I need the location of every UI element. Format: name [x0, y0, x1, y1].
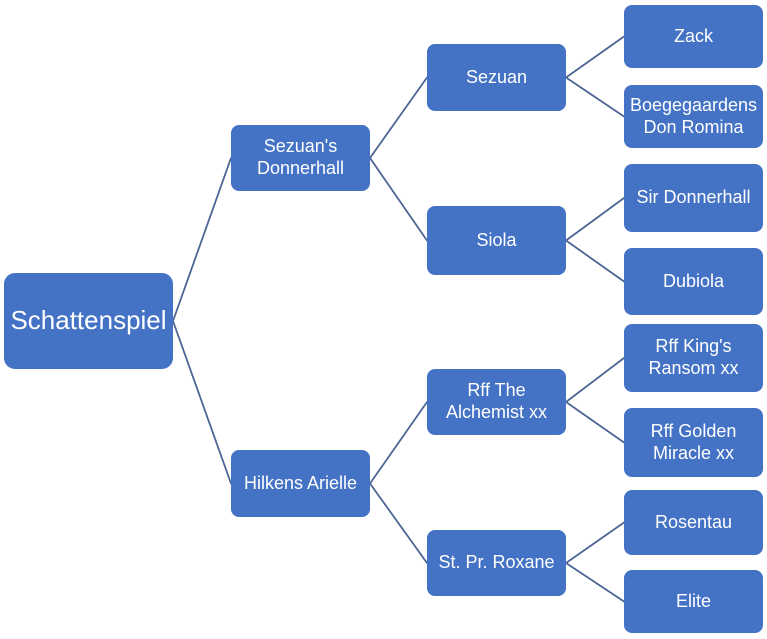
edge-sezuan-boegegaardens_don_romina [565, 76, 625, 118]
node-dubiola: Dubiola [624, 248, 763, 315]
edge-siola-dubiola [565, 239, 625, 283]
node-st-pr-roxane: St. Pr. Roxane [427, 530, 566, 596]
edge-st_pr_roxane-rosentau [565, 521, 625, 564]
node-siola: Siola [427, 206, 566, 275]
edge-rff_the_alchemist-rff_golden_miracle [565, 401, 625, 444]
edge-st_pr_roxane-elite [565, 562, 625, 603]
edge-siola-sir_donnerhall [565, 197, 625, 242]
node-zack: Zack [624, 5, 763, 68]
node-sezuan: Sezuan [427, 44, 566, 111]
edge-sezuan-zack [565, 35, 625, 79]
edge-hilkens_arielle-st_pr_roxane [369, 482, 428, 564]
node-sir-donnerhall: Sir Donnerhall [624, 164, 763, 232]
edge-rff_the_alchemist-rff_kings_ransom [565, 357, 625, 403]
node-sezuans-donnerhall: Sezuan's Donnerhall [231, 125, 370, 191]
node-rff-the-alchemist: Rff The Alchemist xx [427, 369, 566, 435]
edge-sezuans_donnerhall-siola [369, 157, 428, 242]
edge-schattenspiel-hilkens_arielle [172, 320, 232, 485]
node-boegegaardens-don-romina: Boegegaardens Don Romina [624, 85, 763, 148]
node-rosentau: Rosentau [624, 490, 763, 555]
node-elite: Elite [624, 570, 763, 633]
edge-hilkens_arielle-rff_the_alchemist [369, 401, 428, 485]
node-schattenspiel: Schattenspiel [4, 273, 173, 369]
node-rff-golden-miracle: Rff Golden Miracle xx [624, 408, 763, 477]
node-rff-kings-ransom: Rff King's Ransom xx [624, 324, 763, 392]
edge-sezuans_donnerhall-sezuan [369, 76, 428, 159]
node-hilkens-arielle: Hilkens Arielle [231, 450, 370, 517]
edge-schattenspiel-sezuans_donnerhall [172, 157, 232, 322]
